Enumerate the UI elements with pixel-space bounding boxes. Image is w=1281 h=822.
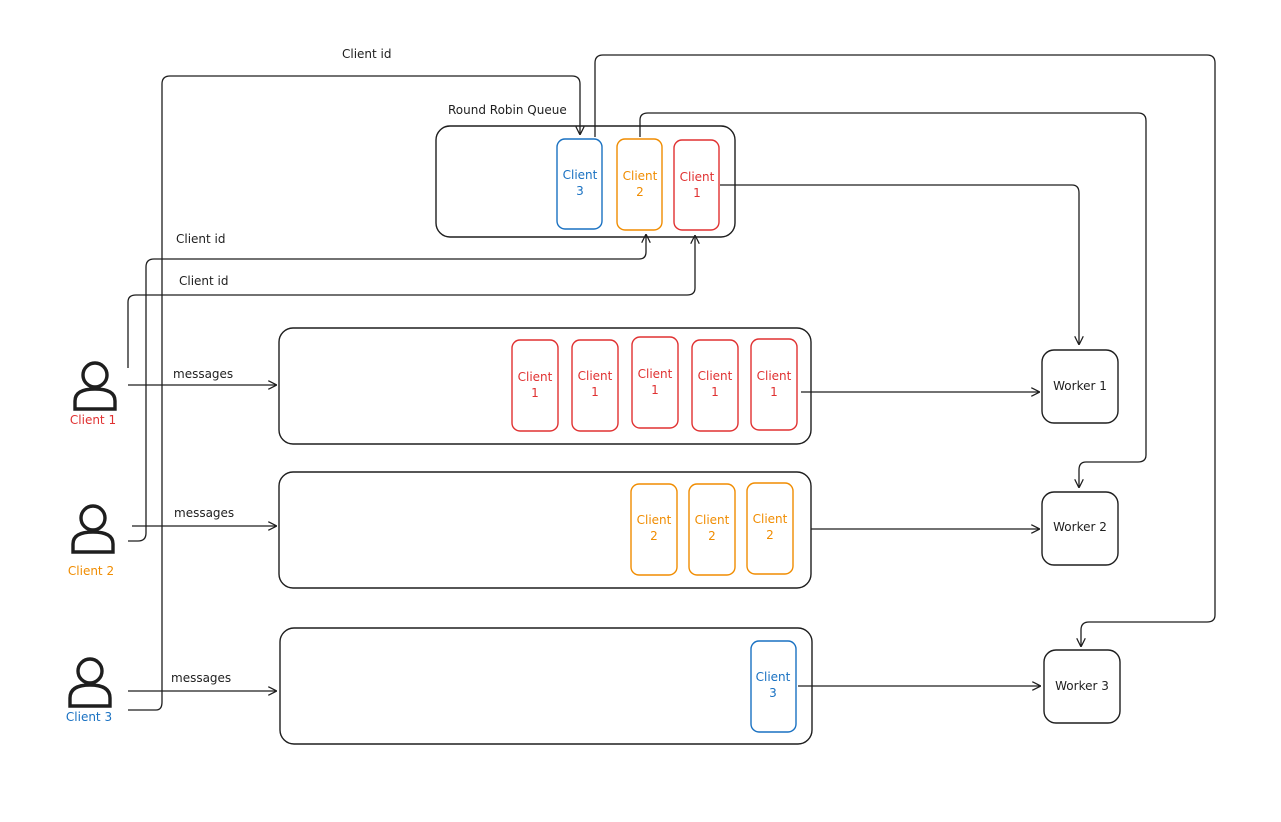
svg-text:1: 1: [693, 186, 701, 200]
worker2-label: Worker 2: [1053, 520, 1107, 534]
client-id-label-client2: Client id: [176, 232, 226, 246]
svg-text:1: 1: [591, 385, 599, 399]
worker1-label: Worker 1: [1053, 379, 1107, 393]
client-id-arrow-client2: [128, 235, 646, 542]
svg-text:Client: Client: [578, 369, 613, 383]
dispatch-arrow-worker1: [720, 184, 1079, 344]
queue1-message-chip: Client 1: [631, 336, 679, 429]
client3-person-icon: [68, 657, 112, 708]
queue-box-client3: [279, 627, 813, 745]
dispatch-arrow-worker2: [639, 112, 1147, 487]
svg-text:Client: Client: [563, 168, 598, 182]
queue2-message-chip: Client 2: [630, 483, 678, 576]
queue-box-client2: [278, 471, 812, 589]
svg-text:2: 2: [650, 529, 658, 543]
svg-text:Client: Client: [695, 513, 730, 527]
messages-label-client1: messages: [173, 367, 233, 381]
client3-label: Client 3: [66, 710, 112, 724]
queue1-message-chip: Client 1: [750, 338, 798, 431]
round-robin-chip-client3: Client 3: [556, 138, 603, 230]
queue-box-client1: [278, 327, 812, 445]
queue1-message-chip: Client 1: [691, 339, 739, 432]
client-id-arrow-client1: [127, 236, 695, 368]
messages-label-client2: messages: [174, 506, 234, 520]
queue1-message-chip: Client 1: [511, 339, 559, 432]
svg-text:Client: Client: [757, 369, 792, 383]
svg-text:Client: Client: [756, 670, 791, 684]
worker1-box: [1041, 349, 1119, 424]
round-robin-queue-box: [435, 125, 736, 238]
svg-text:Client: Client: [518, 370, 553, 384]
client2-person-icon: [71, 504, 115, 554]
client-id-arrow-client3: [128, 75, 580, 711]
client1-person-icon: [73, 361, 117, 411]
client2-label: Client 2: [68, 564, 114, 578]
svg-text:3: 3: [769, 686, 777, 700]
svg-text:Client: Client: [638, 367, 673, 381]
svg-text:1: 1: [651, 383, 659, 397]
queue3-message-chip: Client 3: [750, 640, 797, 733]
svg-text:Client: Client: [680, 170, 715, 184]
round-robin-chip-client2: Client 2: [616, 138, 663, 231]
svg-text:1: 1: [770, 385, 778, 399]
round-robin-queue-label: Round Robin Queue: [448, 103, 567, 117]
svg-text:Client: Client: [753, 512, 788, 526]
svg-text:2: 2: [636, 185, 644, 199]
svg-text:1: 1: [711, 385, 719, 399]
svg-text:2: 2: [766, 528, 774, 542]
queue2-message-chip: Client 2: [688, 483, 736, 576]
client-id-label-top: Client id: [342, 47, 392, 61]
svg-text:2: 2: [708, 529, 716, 543]
queue2-message-chip: Client 2: [746, 482, 794, 575]
worker3-box: [1043, 649, 1121, 724]
svg-text:3: 3: [576, 184, 584, 198]
svg-text:1: 1: [531, 386, 539, 400]
svg-text:Client: Client: [637, 513, 672, 527]
dispatch-arrow-worker3: [594, 54, 1216, 646]
worker3-label: Worker 3: [1055, 679, 1109, 693]
svg-text:Client: Client: [698, 369, 733, 383]
svg-text:Client: Client: [623, 169, 658, 183]
worker2-box: [1041, 491, 1119, 566]
messages-label-client3: messages: [171, 671, 231, 685]
round-robin-chip-client1: Client 1: [673, 139, 720, 231]
client-id-label-client1: Client id: [179, 274, 229, 288]
client1-label: Client 1: [70, 413, 116, 427]
queue1-message-chip: Client 1: [571, 339, 619, 432]
